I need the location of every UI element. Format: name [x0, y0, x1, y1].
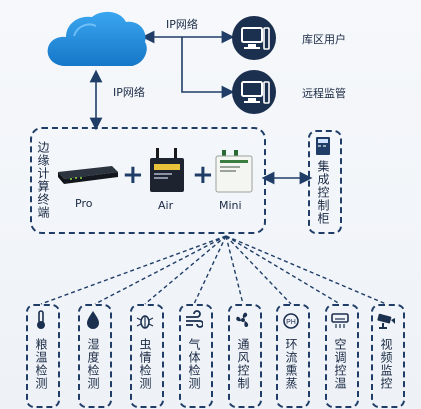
air-device-icon — [148, 148, 186, 194]
edge-computing-title: 边缘计算终端 — [36, 141, 50, 219]
module-label: 视频监控 — [379, 338, 393, 390]
module-label: 虫情检测 — [138, 338, 152, 390]
module-label: 环流熏蒸 — [284, 338, 298, 390]
device-label-air: Air — [158, 199, 174, 212]
air-conditioner-icon — [331, 310, 349, 330]
edge-computing-box — [30, 127, 266, 234]
fumigation-icon: PH — [282, 310, 300, 330]
module-label: 空调控温 — [333, 338, 347, 390]
camera-icon — [376, 310, 396, 330]
module-label: 通风控制 — [236, 338, 250, 390]
module-box — [130, 304, 164, 408]
module-box — [179, 304, 213, 408]
ip-network-label-left: IP网络 — [113, 86, 145, 99]
computer-icon — [232, 70, 276, 114]
module-label: 湿度检测 — [86, 338, 100, 390]
warehouse-user-label: 库区用户 — [302, 33, 346, 46]
bug-icon — [136, 310, 154, 330]
cloud-icon — [44, 6, 150, 72]
thermometer-icon — [32, 310, 50, 330]
cabinet-label: 集成控制柜 — [316, 160, 330, 225]
module-box — [276, 304, 310, 408]
module-box — [325, 304, 359, 408]
module-box — [26, 304, 60, 408]
mini-device-icon — [214, 150, 254, 194]
module-label: 粮温检测 — [34, 338, 48, 390]
plus-icon: + — [122, 160, 144, 190]
water-drop-icon — [84, 310, 102, 330]
module-box — [228, 304, 262, 408]
computer-icon — [232, 16, 276, 60]
control-cabinet-box — [308, 130, 342, 234]
svg-text:PH: PH — [286, 319, 296, 326]
module-box — [371, 304, 405, 408]
device-label-pro: Pro — [75, 197, 93, 210]
device-label-mini: Mini — [219, 199, 242, 212]
module-box — [78, 304, 112, 408]
fan-icon — [234, 310, 252, 330]
wind-icon — [185, 310, 203, 330]
plus-icon: + — [192, 160, 214, 190]
module-label: 气体检测 — [187, 338, 201, 390]
pro-device-icon — [56, 164, 120, 186]
ip-network-label-top: IP网络 — [166, 18, 198, 31]
cabinet-icon — [314, 137, 332, 155]
remote-supervision-label: 远程监管 — [302, 87, 346, 100]
